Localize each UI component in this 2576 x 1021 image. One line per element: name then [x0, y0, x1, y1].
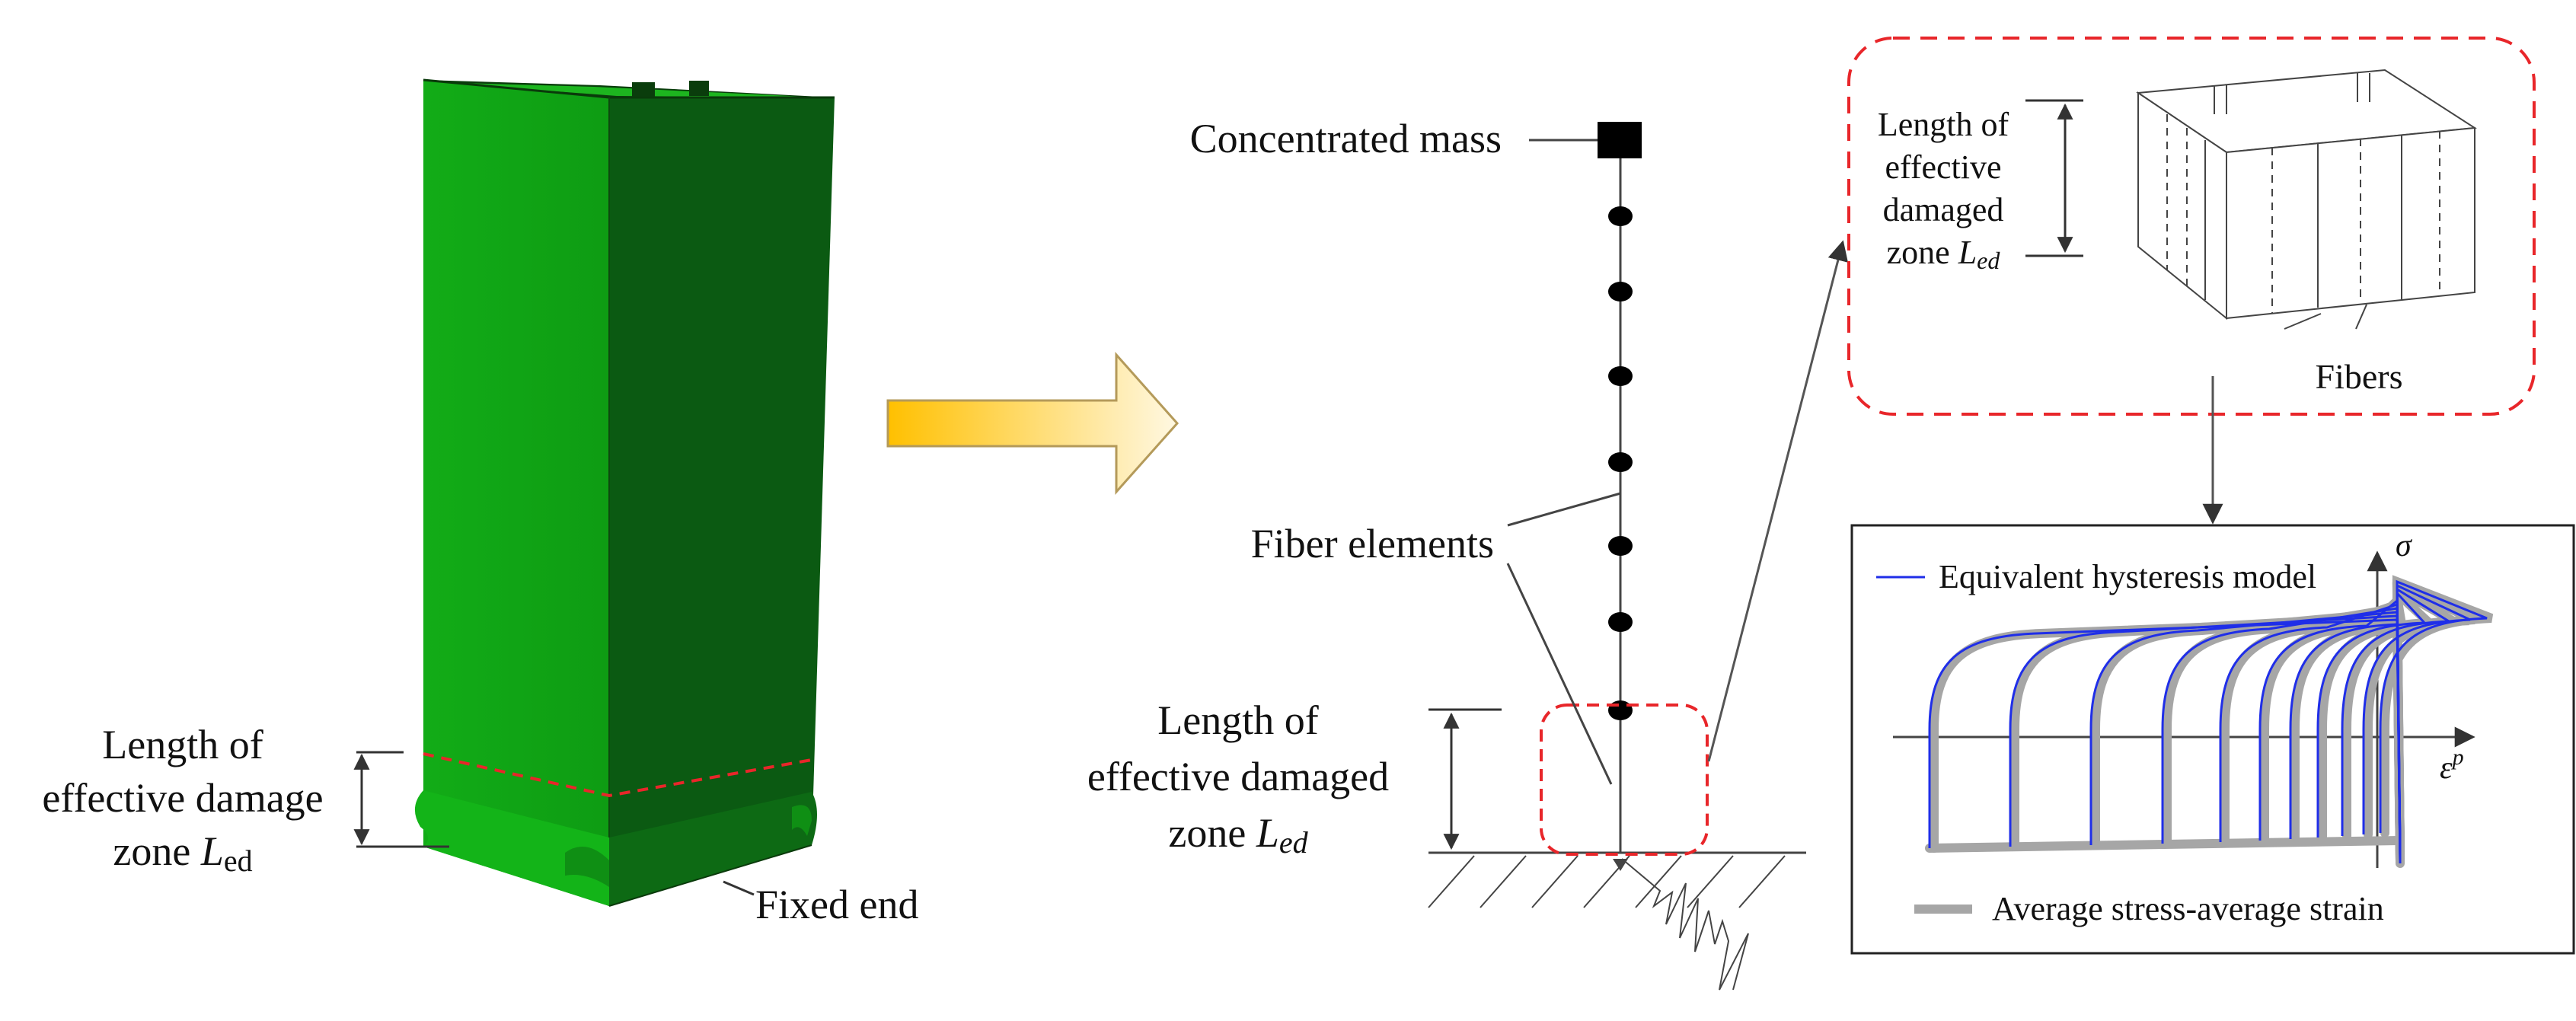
middle-damage-label-line2: effective damaged: [1087, 754, 1389, 799]
fiber-elements-label: Fiber elements: [1251, 521, 1494, 566]
transform-arrow-icon: [886, 352, 1179, 495]
x-axis-symbol-superscript: p: [2451, 745, 2464, 770]
zoom-damage-label-symbol: L: [1958, 234, 1977, 271]
equivalent-hysteresis-loop: [2258, 598, 2402, 857]
node-dot: [1608, 366, 1633, 386]
equivalent-hysteresis-loop: [1928, 618, 2402, 864]
zoom-damage-label-zone: zone: [1887, 234, 1958, 271]
fiber-elements-leader: [1506, 563, 1613, 785]
zoom-damage-label-line4: zone Led: [1887, 234, 2001, 274]
equivalent-hysteresis-loop: [2161, 607, 2402, 860]
x-axis-symbol-base: ε: [2440, 751, 2453, 786]
x-axis-symbol: εp: [2440, 745, 2464, 786]
y-axis-symbol: σ: [2396, 528, 2413, 563]
fiber-section-box: [2136, 69, 2477, 321]
concentrated-mass-icon: [1598, 122, 1642, 158]
fixed-end-leader: [723, 880, 755, 896]
node-dot: [1608, 206, 1633, 226]
node-dot: [1608, 282, 1633, 302]
zoom-connector-arrow: [1707, 240, 1848, 762]
fixed-end-label: Fixed end: [755, 882, 918, 927]
zoom-damage-label-line2: effective: [1885, 148, 2001, 186]
zoom-damage-label-subscript: ed: [1977, 247, 2000, 274]
fibers-label: Fibers: [2316, 357, 2403, 396]
zoom-dimension: [2025, 99, 2083, 257]
concentrated-mass-label: Concentrated mass: [1190, 116, 1502, 161]
equivalent-hysteresis-curves: [1928, 579, 2488, 864]
middle-damage-label-symbol: L: [1256, 810, 1279, 856]
legend-label-equivalent: Equivalent hysteresis model: [1939, 558, 2316, 595]
fiber-elements-leader: [1507, 492, 1621, 527]
left-damage-label-subscript: ed: [224, 844, 253, 878]
node-dot: [1608, 452, 1633, 472]
equivalent-hysteresis-loop: [2219, 602, 2402, 858]
node-dot: [1608, 536, 1633, 556]
damage-zone-dimension-middle: [1428, 708, 1502, 850]
equivalent-hysteresis-loop: [2009, 614, 2402, 863]
legend-label-average: Average stress-average strain: [1992, 890, 2384, 927]
left-damage-label-line1: Length of: [102, 722, 263, 767]
middle-damage-label-line3: zone Led: [1168, 810, 1308, 860]
fibers-leader: [2284, 313, 2322, 330]
equivalent-hysteresis-loop: [2379, 579, 2488, 849]
average-stress-strain-base: [1925, 836, 2403, 853]
hysteresis-plot: [1893, 550, 2494, 868]
zoom-panel-frame: [1847, 37, 2536, 416]
hysteresis-panel-frame: [1850, 524, 2575, 955]
fibers-leader: [2355, 304, 2367, 330]
middle-damage-label-line1: Length of: [1157, 697, 1318, 743]
zoom-damage-label-line1: Length of: [1878, 106, 2009, 143]
left-damage-label-line2: effective damage: [42, 775, 323, 821]
left-damage-label-line3: zone Led: [113, 828, 252, 878]
node-dot: [1608, 612, 1633, 632]
left-damage-label-symbol: L: [200, 828, 224, 874]
steel-column-model: [414, 78, 835, 907]
node-dot: [1608, 700, 1633, 720]
damage-zone-dimension-left: [353, 751, 449, 848]
left-damage-label-zone: zone: [113, 828, 200, 874]
middle-damage-label-subscript: ed: [1279, 825, 1309, 860]
zoom-damage-label-line3: damaged: [1883, 191, 2004, 228]
equivalent-hysteresis-loop: [2289, 596, 2402, 855]
equivalent-hysteresis-loop: [2089, 611, 2402, 861]
middle-damage-label-zone: zone: [1168, 810, 1256, 856]
fiber-element-model: [1428, 122, 1806, 991]
